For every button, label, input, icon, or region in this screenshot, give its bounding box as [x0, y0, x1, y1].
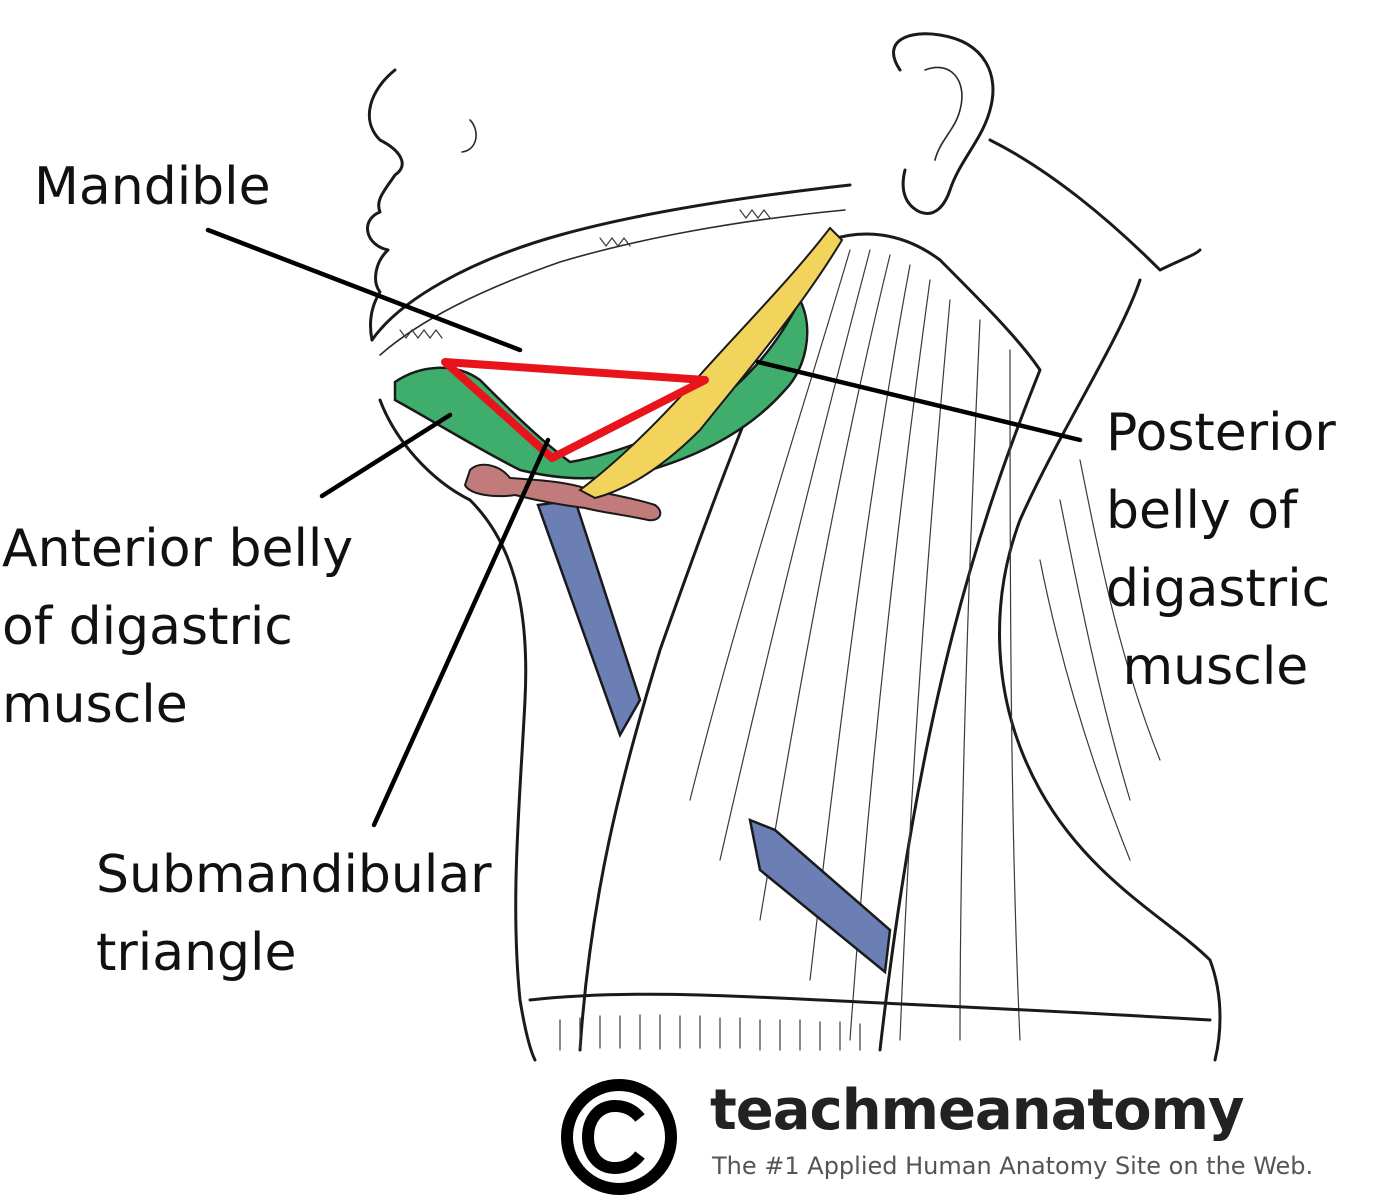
mandible-leader-line	[205, 227, 523, 353]
submandibular-triangle-outline	[441, 358, 709, 462]
neck-front-outline	[378, 398, 537, 1062]
stylohyoid-muscle	[578, 226, 844, 500]
ear	[892, 32, 995, 215]
brand-tagline: The #1 Applied Human Anatomy Site on the…	[712, 1152, 1314, 1180]
mandible-outline	[370, 183, 852, 342]
omohyoid-muscle	[536, 498, 892, 975]
copyright-icon	[561, 1079, 677, 1195]
ear-inner	[924, 66, 963, 161]
mandible-serration	[399, 209, 771, 339]
submandibular-triangle-label: Submandibular triangle	[96, 845, 492, 983]
anterior-belly-leader-line	[319, 412, 453, 499]
neck-back-outline	[998, 278, 1222, 1062]
mandible-inner	[379, 209, 846, 356]
clavicle-outline	[528, 992, 1212, 1022]
brand-name: teachmeanatomy	[710, 1078, 1244, 1143]
posterior-belly-leader-line	[755, 359, 1083, 443]
posterior-belly-label: Posterior belly of digastric muscle	[1106, 403, 1336, 697]
hyoid-bone	[463, 463, 662, 522]
mandible-label: Mandible	[34, 157, 271, 217]
submandibular-triangle-leader-line	[371, 437, 551, 828]
head-back-outline	[988, 138, 1202, 272]
lip-line	[461, 119, 477, 153]
face-profile	[366, 68, 404, 342]
lower-neck-fibers	[559, 459, 1161, 1051]
sternocleidomastoid	[578, 232, 1042, 1052]
anterior-belly-label: Anterior belly of digastric muscle	[2, 519, 354, 735]
